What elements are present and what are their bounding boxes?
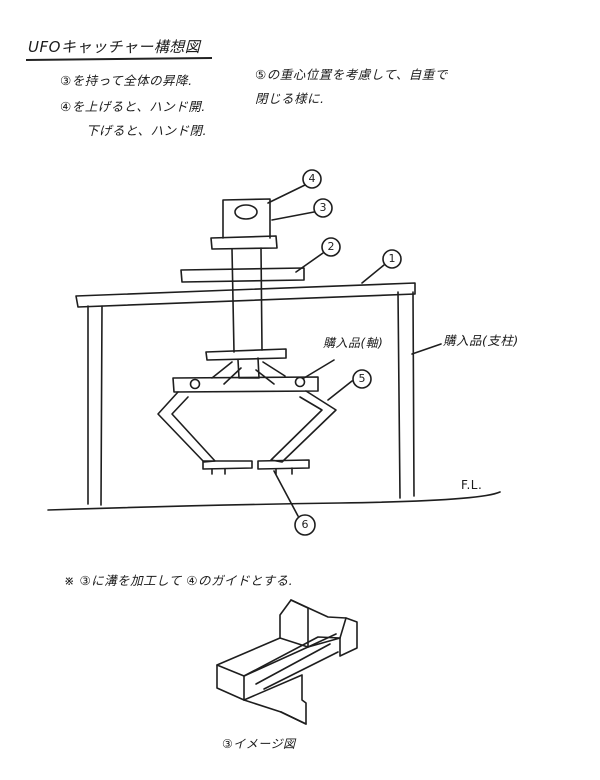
image-caption: ③イメージ図 bbox=[222, 737, 296, 751]
note-line-4: ⑤の重心位置を考慮して、自重で bbox=[255, 67, 448, 82]
label-purchased-pillar: 購入品(支柱) bbox=[443, 333, 519, 348]
callout-3: 3 bbox=[319, 201, 327, 214]
left-pillar bbox=[87, 305, 103, 506]
leader-5 bbox=[327, 380, 353, 401]
lift-plate bbox=[180, 267, 305, 283]
shaft-head-hole bbox=[234, 204, 258, 220]
grip-pad-right bbox=[257, 459, 310, 470]
leader-purchased-shaft bbox=[303, 359, 335, 379]
note-line-3: 下げると、ハンド閉. bbox=[86, 123, 207, 138]
arm-left bbox=[157, 391, 216, 463]
callout-4: 4 bbox=[308, 172, 316, 185]
lower-collar bbox=[205, 348, 287, 361]
label-floor-line: F.L. bbox=[461, 478, 483, 492]
label-purchased-shaft: 購入品(軸) bbox=[323, 336, 384, 350]
link-left bbox=[211, 361, 242, 385]
note-line-5: 閉じる様に. bbox=[255, 91, 325, 106]
footnote: ※ ③に溝を加工して ④のガイドとする. bbox=[64, 573, 294, 588]
callout-circle-5 bbox=[352, 369, 372, 389]
right-pillar bbox=[397, 291, 415, 499]
pivot-left bbox=[189, 378, 201, 390]
callout-5: 5 bbox=[358, 372, 366, 385]
guide-block bbox=[210, 235, 278, 250]
arm-right bbox=[270, 390, 337, 463]
guide-part-isometric bbox=[216, 599, 358, 725]
crossbar bbox=[172, 376, 319, 393]
callout-1: 1 bbox=[388, 252, 396, 265]
leader-3 bbox=[271, 211, 315, 221]
callout-circle-2 bbox=[321, 237, 341, 257]
callout-circle-3 bbox=[313, 198, 333, 218]
diagram-title: UFOキャッチャー構想図 bbox=[28, 38, 201, 56]
grip-pad-left bbox=[202, 460, 253, 470]
callout-circle-1 bbox=[382, 249, 402, 269]
callout-6: 6 bbox=[301, 518, 309, 531]
leader-6 bbox=[273, 470, 299, 517]
callout-2: 2 bbox=[327, 240, 335, 253]
leader-2 bbox=[295, 252, 324, 273]
floor-line bbox=[47, 491, 501, 511]
note-line-1: ③を持って全体の昇降. bbox=[60, 73, 193, 88]
pivot-right bbox=[294, 376, 306, 388]
pad-feet bbox=[211, 467, 293, 475]
top-beam bbox=[75, 282, 416, 308]
leader-4 bbox=[267, 184, 306, 204]
shaft-body bbox=[231, 247, 263, 353]
callout-circle-6 bbox=[294, 514, 316, 536]
leader-purchased-pillar bbox=[411, 343, 442, 355]
note-line-2: ④を上げると、ハンド開. bbox=[60, 99, 206, 114]
callout-circle-4 bbox=[302, 169, 322, 189]
shaft-head bbox=[222, 198, 271, 239]
link-right bbox=[255, 361, 286, 385]
leader-1 bbox=[361, 264, 385, 284]
